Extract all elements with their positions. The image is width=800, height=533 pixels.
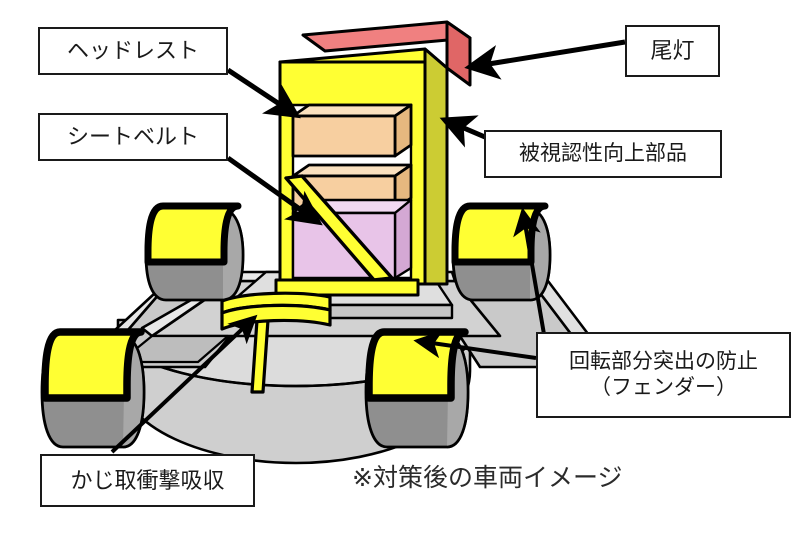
headrest-front	[291, 114, 397, 158]
callout-visibility-part-label: 被視認性向上部品	[519, 141, 687, 165]
callout-seatbelt-label: シートベルト	[66, 124, 199, 150]
callout-headrest-label: ヘッドレスト	[66, 38, 199, 64]
leader-headrest	[226, 67, 301, 119]
seat-base-rail	[274, 278, 420, 297]
fender-front-right	[365, 328, 469, 402]
seatback-top	[291, 163, 413, 178]
callout-seatbelt[interactable]: シートベルト	[38, 113, 228, 161]
leader-fender-upper	[513, 207, 547, 341]
taillight-side	[445, 20, 472, 87]
callout-taillight-label: 尾灯	[650, 38, 695, 64]
leader-seatbelt	[226, 155, 323, 226]
callout-taillight[interactable]: 尾灯	[625, 25, 720, 77]
leader-taillight	[464, 39, 626, 80]
leader-steering	[110, 314, 258, 454]
callout-steering-shock-absorption-label: かじ取衝撃吸収	[70, 467, 225, 493]
body-side-face	[423, 47, 449, 286]
leader-fender-lower	[413, 330, 537, 360]
figure-caption: ※対策後の車両イメージ	[352, 464, 623, 492]
seat-cushion-side	[393, 198, 413, 280]
callout-headrest[interactable]: ヘッドレスト	[38, 27, 228, 75]
taillight-top	[301, 20, 472, 53]
steering-tiller-group	[220, 291, 332, 394]
headrest-top	[291, 103, 413, 118]
callout-fender[interactable]: 回転部分突出の防止 （フェンダー）	[536, 332, 791, 418]
wheel-group-rear	[144, 202, 552, 302]
callout-visibility-part[interactable]: 被視認性向上部品	[484, 130, 722, 178]
fender-rear-left	[144, 202, 242, 266]
callout-fender-label: 回転部分突出の防止 （フェンダー）	[569, 349, 758, 399]
seat-back-body-group	[274, 20, 472, 297]
fender-front-left	[41, 328, 145, 402]
callout-steering-shock-absorption[interactable]: かじ取衝撃吸収	[40, 454, 255, 507]
